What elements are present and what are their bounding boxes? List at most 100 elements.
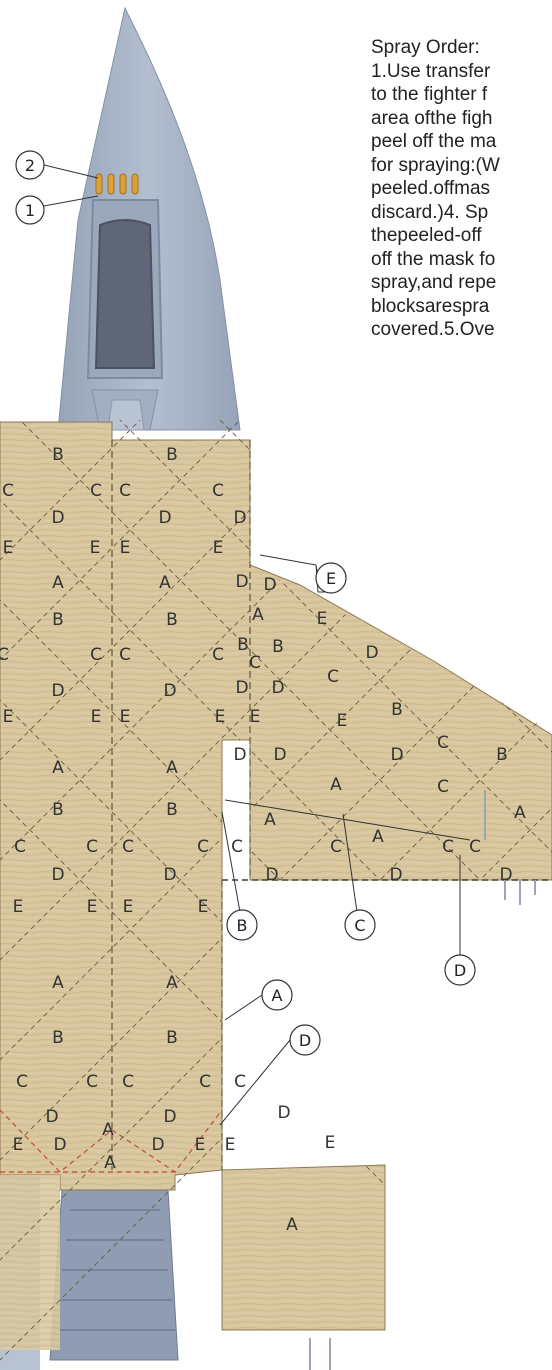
- mask-block-label: D: [390, 745, 403, 765]
- mask-block-label: C: [199, 1072, 211, 1092]
- mask-block-label: E: [317, 609, 328, 629]
- mask-block-label: C: [86, 837, 98, 857]
- mask-block-label: C: [437, 777, 449, 797]
- instruction-line: spray,and repe: [371, 271, 552, 295]
- mask-block-label: C: [249, 653, 261, 673]
- mask-block-label: A: [330, 775, 342, 795]
- mask-block-label: C: [330, 837, 342, 857]
- instruction-line: blocksarespra: [371, 295, 552, 319]
- mask-block-label: C: [90, 481, 102, 501]
- callout-b-label: B: [237, 916, 248, 935]
- mask-block-label: E: [3, 707, 14, 727]
- mask-block-label: C: [197, 837, 209, 857]
- instruction-line: to the fighter f: [371, 83, 552, 107]
- mask-block-label: D: [499, 865, 512, 885]
- mask-block-label: B: [166, 445, 178, 465]
- mask-block-label: C: [234, 1072, 246, 1092]
- mask-block-label: E: [337, 711, 348, 731]
- mask-block-label: D: [163, 681, 176, 701]
- mask-block-label: C: [0, 645, 9, 665]
- mask-block-label: A: [286, 1215, 298, 1235]
- mask-block-label: D: [45, 1107, 58, 1127]
- mask-block-label: E: [195, 1135, 206, 1155]
- mask-block-label: D: [151, 1135, 164, 1155]
- callout-a-label: A: [272, 986, 283, 1005]
- mask-block-label: D: [365, 643, 378, 663]
- mask-block-label: A: [102, 1120, 114, 1140]
- spray-order-instructions: Spray Order: 1.Use transfer to the fight…: [371, 36, 552, 342]
- mask-block-label: D: [235, 572, 248, 592]
- mask-block-label: A: [166, 758, 178, 778]
- mask-block-label: D: [158, 508, 171, 528]
- mask-block-label: E: [250, 707, 261, 727]
- fuselage-nose: [58, 8, 240, 430]
- mask-block-label: B: [166, 1028, 178, 1048]
- callout-c-label: C: [354, 916, 365, 935]
- mask-block-label: D: [265, 865, 278, 885]
- callout-2-label: 2: [25, 156, 35, 175]
- instruction-line: covered.5.Ove: [371, 318, 552, 342]
- mask-block-label: D: [273, 745, 286, 765]
- mask-block-label: A: [514, 803, 526, 823]
- mask-block-label: C: [327, 667, 339, 687]
- nose-callout-2: 2: [16, 151, 98, 179]
- mask-block-label: D: [277, 1103, 290, 1123]
- mask-block-label: B: [391, 700, 403, 720]
- mask-block-label: A: [52, 973, 64, 993]
- mask-block-label: D: [51, 865, 64, 885]
- mask-block-label: D: [235, 678, 248, 698]
- mask-block-label: D: [163, 865, 176, 885]
- mask-block-label: C: [122, 1072, 134, 1092]
- mask-block-label: B: [496, 745, 508, 765]
- mask-block-label: C: [119, 481, 131, 501]
- mask-block-label: A: [264, 810, 276, 830]
- mask-block-label: E: [120, 707, 131, 727]
- mask-block-label: E: [91, 707, 102, 727]
- mask-block-label: D: [51, 681, 64, 701]
- mask-block-label: D: [163, 1107, 176, 1127]
- mask-block-label: A: [52, 573, 64, 593]
- mask-block-label: E: [123, 897, 134, 917]
- mask-block-label: D: [389, 865, 402, 885]
- mask-block-label: C: [212, 481, 224, 501]
- callout-a: A: [225, 980, 292, 1020]
- mask-block-label: A: [252, 605, 264, 625]
- callout-1-label: 1: [25, 201, 35, 220]
- mask-block-label: C: [119, 645, 131, 665]
- mask-block-label: E: [13, 1135, 24, 1155]
- mask-block-label: E: [225, 1135, 236, 1155]
- mask-block-label: B: [272, 637, 284, 657]
- mask-block-label: D: [233, 745, 246, 765]
- instruction-line: thepeeled-off: [371, 224, 552, 248]
- mask-block-label: C: [212, 645, 224, 665]
- mask-block-label: A: [52, 758, 64, 778]
- mask-block-label: C: [2, 481, 14, 501]
- mask-block-label: C: [231, 837, 243, 857]
- mask-block-label: D: [53, 1135, 66, 1155]
- mask-block-label: D: [233, 508, 246, 528]
- mask-block-label: C: [16, 1072, 28, 1092]
- mask-block-label: C: [14, 837, 26, 857]
- mask-block-label: C: [86, 1072, 98, 1092]
- mask-block-label: B: [52, 610, 64, 630]
- mask-block-label: E: [3, 538, 14, 558]
- mask-block-label: C: [122, 837, 134, 857]
- instruction-line: 1.Use transfer: [371, 60, 552, 84]
- mask-block-label: A: [166, 973, 178, 993]
- mask-block-label: E: [13, 897, 24, 917]
- mask-block-label: E: [198, 897, 209, 917]
- instruction-line: area ofthe figh: [371, 107, 552, 131]
- mask-block-label: C: [469, 837, 481, 857]
- mask-block-label: B: [52, 1028, 64, 1048]
- mask-block-label: A: [104, 1153, 116, 1173]
- instruction-line: discard.)4. Sp: [371, 201, 552, 225]
- callout-e-label: E: [326, 569, 336, 588]
- mask-block-label: C: [442, 837, 454, 857]
- mask-block-label: E: [90, 538, 101, 558]
- mask-block-label: B: [166, 610, 178, 630]
- instructions-title: Spray Order:: [371, 36, 552, 60]
- mask-block-label: A: [372, 827, 384, 847]
- mask-block-label: E: [87, 897, 98, 917]
- mask-block-label: B: [52, 800, 64, 820]
- callout-d-lower-label: D: [299, 1031, 311, 1050]
